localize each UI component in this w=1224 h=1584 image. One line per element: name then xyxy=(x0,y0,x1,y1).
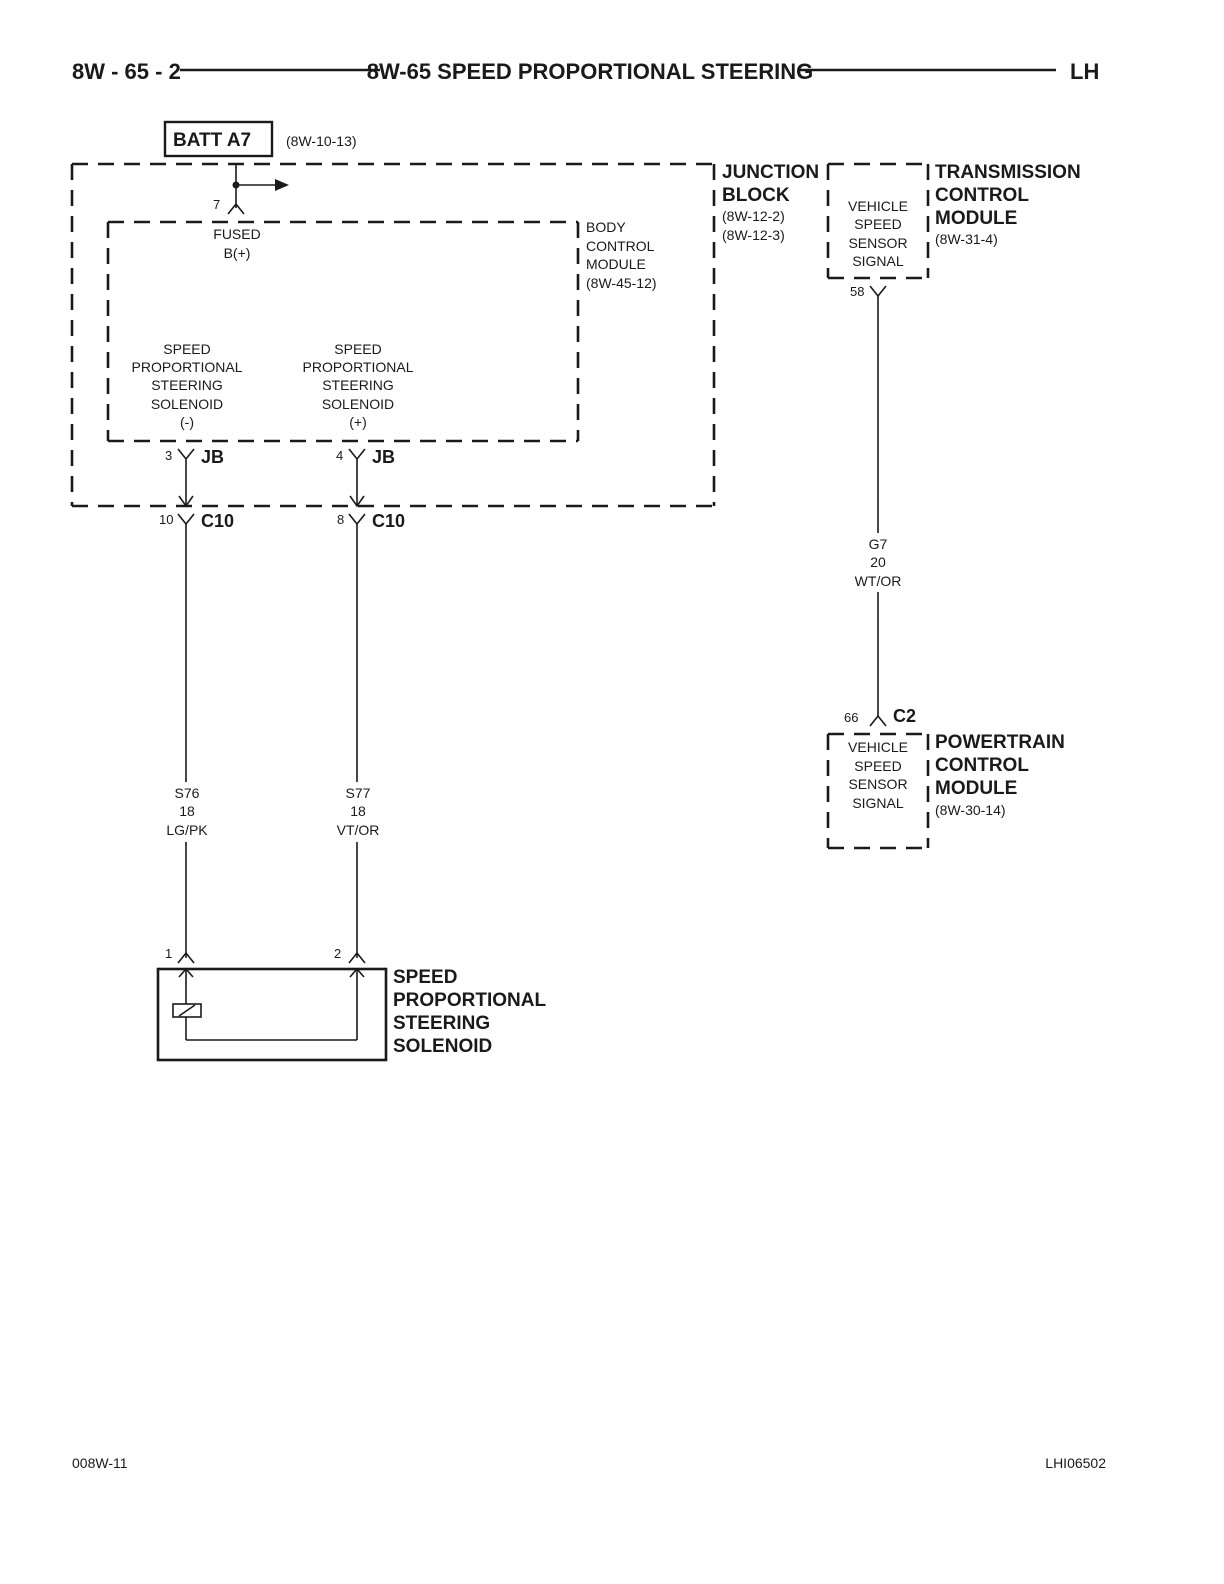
svg-text:(+): (+) xyxy=(349,414,367,430)
body-control-module xyxy=(106,220,580,443)
solenoid-pin-2-icon xyxy=(348,951,366,964)
pcm-ref: (8W-30-14) xyxy=(935,802,1006,818)
c10-pin-10-number: 10 xyxy=(159,512,173,527)
solenoid-pin-1-number: 1 xyxy=(165,946,172,961)
page-number: 8W - 65 - 2 xyxy=(72,59,181,84)
tcm-pin-icon xyxy=(869,285,887,298)
fused-label-2: B(+) xyxy=(224,245,251,261)
bcm-circuit-pos: SPEED PROPORTIONAL STEERING SOLENOID (+) xyxy=(303,341,414,430)
wire-s76-color: LG/PK xyxy=(166,822,208,838)
batt-a7-ref: (8W-10-13) xyxy=(286,133,357,149)
pcm-name-3: MODULE xyxy=(935,778,1017,799)
c10-pin-8-connector: C10 xyxy=(372,511,405,531)
tcm-ref: (8W-31-4) xyxy=(935,231,998,247)
jb-pin-3-connector: JB xyxy=(201,447,224,467)
bcm-name-2: CONTROL xyxy=(586,238,655,254)
svg-text:STEERING: STEERING xyxy=(151,377,223,393)
pcm-pin-icon xyxy=(869,714,887,727)
fused-label-1: FUSED xyxy=(213,226,260,242)
batt-a7-box xyxy=(163,120,274,158)
junction-block xyxy=(70,162,716,508)
solenoid-name-4: SOLENOID xyxy=(393,1036,492,1057)
solenoid-pin-2-number: 2 xyxy=(334,946,341,961)
svg-text:VEHICLE: VEHICLE xyxy=(848,198,908,214)
svg-text:STEERING: STEERING xyxy=(322,377,394,393)
wire-s77-color: VT/OR xyxy=(337,822,380,838)
jb-pin-4-number: 4 xyxy=(336,448,343,463)
transmission-control-module xyxy=(826,162,930,280)
bcm-name-1: BODY xyxy=(586,219,626,235)
pcm-pin-number: 66 xyxy=(844,710,858,725)
arrow-right-icon xyxy=(275,179,289,191)
svg-text:SOLENOID: SOLENOID xyxy=(151,396,223,412)
connector-pin-icon xyxy=(348,513,366,526)
solenoid-name-1: SPEED xyxy=(393,967,457,988)
tcm-name-2: CONTROL xyxy=(935,185,1029,206)
svg-text:SPEED: SPEED xyxy=(163,341,210,357)
connector-pin-icon xyxy=(348,448,366,461)
svg-text:SIGNAL: SIGNAL xyxy=(852,795,904,811)
arrow-down-icon xyxy=(349,495,365,508)
arrow-down-icon xyxy=(178,495,194,508)
jb-pin-3 xyxy=(177,448,195,508)
wire-g7-color: WT/OR xyxy=(855,573,902,589)
svg-text:(-): (-) xyxy=(180,414,194,430)
connector-pin-icon xyxy=(227,202,245,215)
c10-pin-8 xyxy=(348,513,366,526)
pcm-connector: C2 xyxy=(893,706,916,726)
svg-text:SPEED: SPEED xyxy=(334,341,381,357)
bcm-circuit-neg: SPEED PROPORTIONAL STEERING SOLENOID (-) xyxy=(132,341,243,430)
tcm-circuit: VEHICLE SPEED SENSOR SIGNAL xyxy=(848,198,908,269)
svg-text:SOLENOID: SOLENOID xyxy=(322,396,394,412)
junction-block-name-2: BLOCK xyxy=(722,185,790,206)
jb-pin-4-connector: JB xyxy=(372,447,395,467)
jb-pin-3-number: 3 xyxy=(165,448,172,463)
wire-s76-code: S76 xyxy=(175,785,200,801)
page-side: LH xyxy=(1070,59,1099,84)
connector-pin-icon xyxy=(177,513,195,526)
svg-text:PROPORTIONAL: PROPORTIONAL xyxy=(303,359,414,375)
pcm-name-2: CONTROL xyxy=(935,755,1029,776)
connector-pin-icon xyxy=(177,448,195,461)
svg-text:PROPORTIONAL: PROPORTIONAL xyxy=(132,359,243,375)
wire-s76-gauge: 18 xyxy=(179,803,195,819)
junction-block-name-1: JUNCTION xyxy=(722,162,819,183)
svg-text:SPEED: SPEED xyxy=(854,758,901,774)
svg-text:SENSOR: SENSOR xyxy=(848,776,907,792)
footer-right-code: LHI06502 xyxy=(1045,1455,1106,1471)
fused-pin-number: 7 xyxy=(213,197,220,212)
pcm-circuit: VEHICLE SPEED SENSOR SIGNAL xyxy=(848,739,908,811)
batt-a7-label: BATT A7 xyxy=(173,130,251,151)
svg-text:VEHICLE: VEHICLE xyxy=(848,739,908,755)
svg-text:SPEED: SPEED xyxy=(854,216,901,232)
svg-text:SENSOR: SENSOR xyxy=(848,235,907,251)
footer-left-code: 008W-11 xyxy=(72,1455,128,1471)
tcm-name-1: TRANSMISSION xyxy=(935,162,1081,183)
wire-g7-code: G7 xyxy=(869,536,888,552)
bcm-ref: (8W-45-12) xyxy=(586,275,657,291)
wire-s77-code: S77 xyxy=(346,785,371,801)
jb-pin-4 xyxy=(348,448,366,508)
tcm-name-3: MODULE xyxy=(935,208,1017,229)
junction-block-ref-1: (8W-12-2) xyxy=(722,208,785,224)
powertrain-control-module xyxy=(826,732,930,850)
junction-block-ref-2: (8W-12-3) xyxy=(722,227,785,243)
wire-g7-gauge: 20 xyxy=(870,554,886,570)
c10-pin-10 xyxy=(177,513,195,526)
solenoid-name-2: PROPORTIONAL xyxy=(393,990,546,1011)
wire-s77-gauge: 18 xyxy=(350,803,366,819)
bcm-name-3: MODULE xyxy=(586,256,646,272)
solenoid-pin-1-icon xyxy=(177,951,195,964)
page-title: 8W-65 SPEED PROPORTIONAL STEERING xyxy=(367,59,814,84)
tcm-pin-number: 58 xyxy=(850,284,864,299)
solenoid-box xyxy=(156,967,388,1062)
solenoid-name-3: STEERING xyxy=(393,1013,490,1034)
solenoid-coil-icon xyxy=(172,967,365,1041)
fused-b-plus-splice xyxy=(227,164,289,215)
svg-text:SIGNAL: SIGNAL xyxy=(852,253,904,269)
c10-pin-8-number: 8 xyxy=(337,512,344,527)
c10-pin-10-connector: C10 xyxy=(201,511,234,531)
pcm-name-1: POWERTRAIN xyxy=(935,732,1065,753)
